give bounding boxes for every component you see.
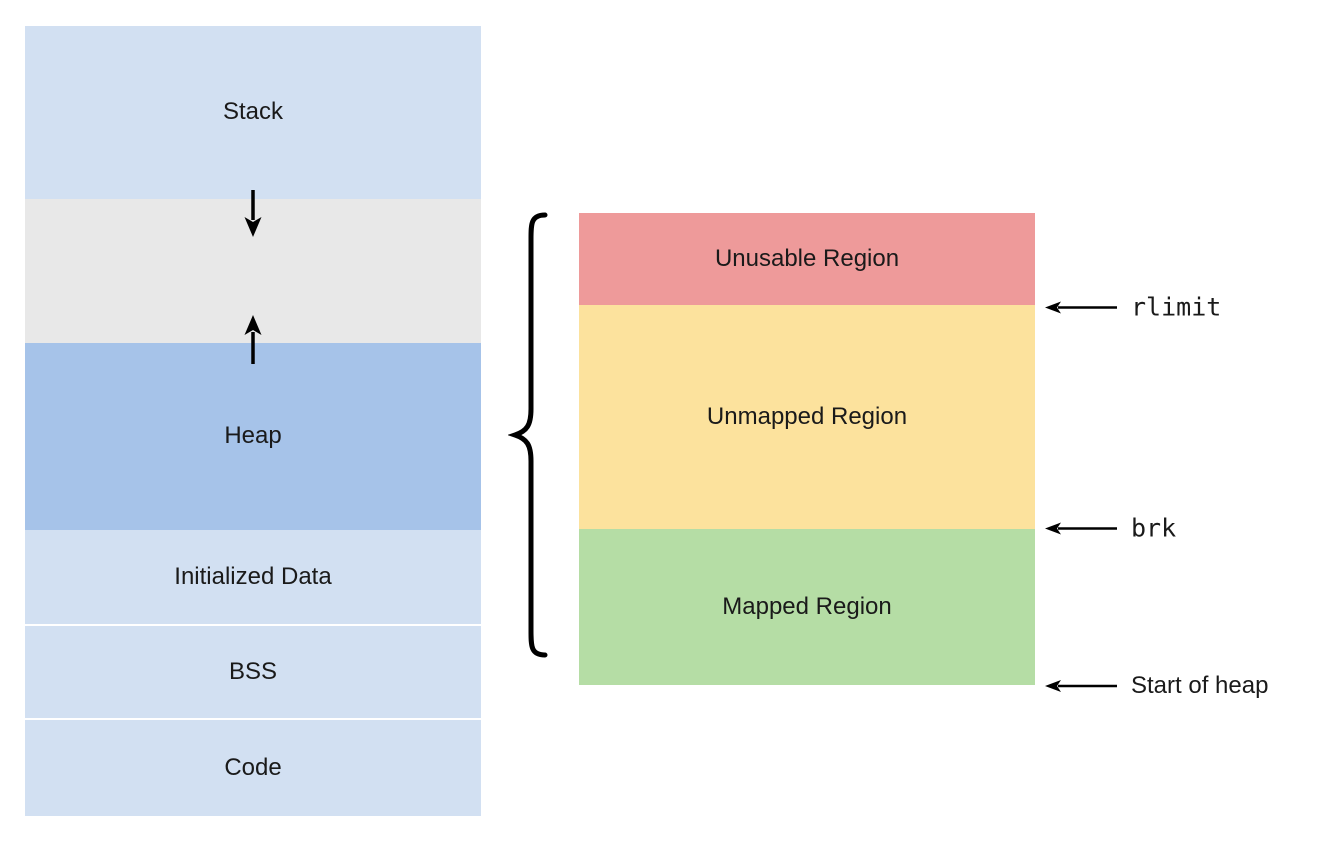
unusable-region-label: Unusable Region xyxy=(714,244,900,272)
unusable-region: Unusable Region xyxy=(579,213,1035,305)
mapped-region: Mapped Region xyxy=(579,529,1035,685)
left-curly-brace-icon xyxy=(508,212,548,658)
heap-region-label: Heap xyxy=(224,422,282,450)
stack-region-label: Stack xyxy=(222,98,284,126)
rlimit-annotation: rlimit xyxy=(1045,293,1221,322)
code-region-label: Code xyxy=(224,753,282,781)
bss-region-label: BSS xyxy=(228,657,278,685)
arrow-left-icon xyxy=(1045,522,1117,534)
heap-detail-column: Unusable Region Unmapped Region Mapped R… xyxy=(579,213,1035,685)
initialized-data-region: Initialized Data xyxy=(25,530,481,624)
unmapped-region-label: Unmapped Region xyxy=(706,402,908,430)
heap-region: Heap xyxy=(25,343,481,530)
unmapped-region: Unmapped Region xyxy=(579,305,1035,529)
mapped-region-label: Mapped Region xyxy=(722,592,892,620)
arrow-down-icon xyxy=(244,190,262,237)
process-memory-column: Stack Heap Initialized Data BSS Code xyxy=(25,26,481,816)
bss-region: BSS xyxy=(25,626,481,718)
initialized-data-region-label: Initialized Data xyxy=(174,562,332,590)
rlimit-label: rlimit xyxy=(1131,292,1222,322)
arrow-left-icon xyxy=(1045,680,1117,692)
arrow-up-icon xyxy=(244,315,262,364)
start-of-heap-annotation: Start of heap xyxy=(1045,672,1268,700)
arrow-left-icon xyxy=(1045,301,1117,313)
brk-annotation: brk xyxy=(1045,514,1176,543)
stack-region: Stack xyxy=(25,26,481,199)
start-of-heap-label: Start of heap xyxy=(1131,672,1269,699)
brk-label: brk xyxy=(1131,513,1177,543)
code-region: Code xyxy=(25,720,481,816)
